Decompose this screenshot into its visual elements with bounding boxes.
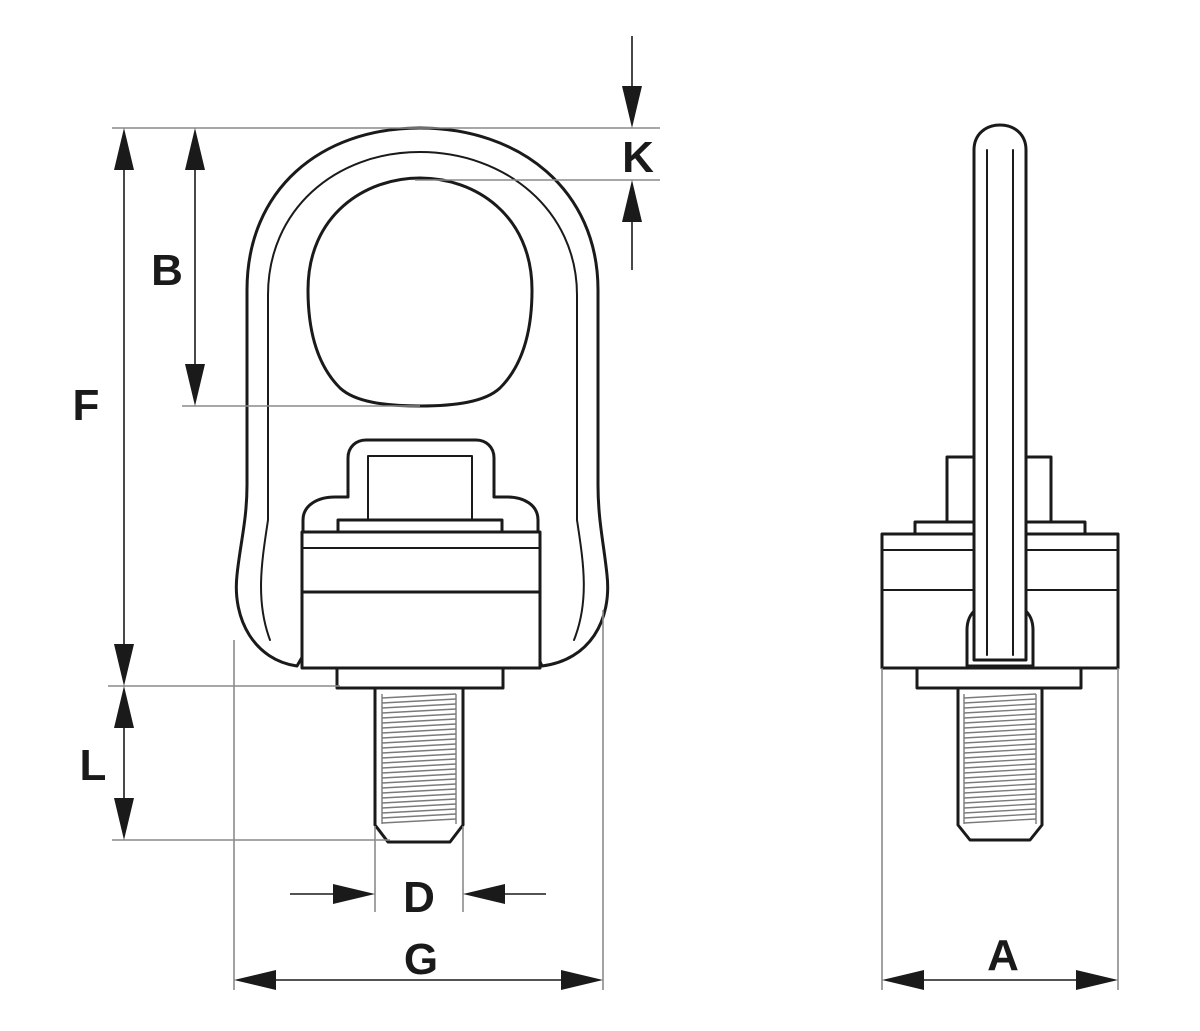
front-bolt-thread — [381, 693, 457, 824]
front-swivel-boss — [301, 438, 540, 534]
front-swivel-body-top — [300, 530, 542, 594]
thread-line — [381, 758, 457, 764]
label-d: D — [403, 873, 435, 922]
label-f: F — [73, 381, 100, 430]
thread-line — [963, 753, 1037, 759]
label-g: G — [404, 935, 438, 984]
thread-line — [381, 808, 457, 814]
thread-line — [381, 803, 457, 809]
thread-line — [963, 783, 1037, 789]
thread-line — [381, 693, 457, 699]
thread-line — [963, 803, 1037, 809]
thread-line — [381, 703, 457, 709]
label-k: K — [622, 133, 654, 182]
thread-line — [381, 718, 457, 724]
side-bottom-washer — [915, 666, 1083, 690]
thread-line — [381, 783, 457, 789]
side-bolt-thread — [963, 693, 1037, 824]
thread-line — [381, 733, 457, 739]
thread-line — [963, 698, 1037, 704]
front-bow-eye — [306, 176, 534, 408]
thread-line — [963, 703, 1037, 709]
label-a: A — [987, 931, 1019, 980]
thread-line — [381, 753, 457, 759]
thread-line — [381, 763, 457, 769]
thread-line — [963, 738, 1037, 744]
thread-line — [963, 758, 1037, 764]
thread-line — [381, 728, 457, 734]
thread-line — [963, 708, 1037, 714]
thread-line — [963, 723, 1037, 729]
dimensions: K B F L D G A — [73, 36, 1119, 990]
front-bottom-washer — [335, 666, 505, 690]
thread-line — [381, 778, 457, 784]
thread-line — [963, 713, 1037, 719]
thread-line — [381, 773, 457, 779]
side-view — [880, 123, 1120, 842]
thread-line — [963, 778, 1037, 784]
thread-line — [963, 773, 1037, 779]
thread-line — [963, 793, 1037, 799]
thread-line — [381, 723, 457, 729]
thread-line — [381, 768, 457, 774]
thread-line — [963, 748, 1037, 754]
thread-line — [963, 768, 1037, 774]
thread-line — [381, 813, 457, 819]
thread-line — [381, 708, 457, 714]
thread-line — [963, 798, 1037, 804]
thread-line — [963, 763, 1037, 769]
thread-line — [963, 813, 1037, 819]
front-swivel-body-bottom — [300, 590, 542, 670]
thread-line — [963, 743, 1037, 749]
thread-line — [381, 793, 457, 799]
thread-line — [381, 818, 457, 824]
front-view — [234, 126, 610, 844]
front-washer-plate — [336, 518, 504, 534]
thread-line — [963, 693, 1037, 699]
label-b: B — [151, 246, 183, 295]
thread-line — [963, 733, 1037, 739]
thread-line — [381, 798, 457, 804]
thread-line — [963, 818, 1037, 824]
thread-line — [963, 808, 1037, 814]
thread-line — [381, 738, 457, 744]
thread-line — [963, 718, 1037, 724]
thread-line — [381, 713, 457, 719]
thread-line — [381, 748, 457, 754]
front-bow-groove — [260, 151, 585, 641]
label-l: L — [80, 741, 107, 790]
thread-line — [963, 728, 1037, 734]
thread-line — [381, 788, 457, 794]
thread-line — [381, 698, 457, 704]
thread-line — [963, 788, 1037, 794]
thread-line — [381, 743, 457, 749]
side-bow-bar — [972, 123, 1028, 662]
